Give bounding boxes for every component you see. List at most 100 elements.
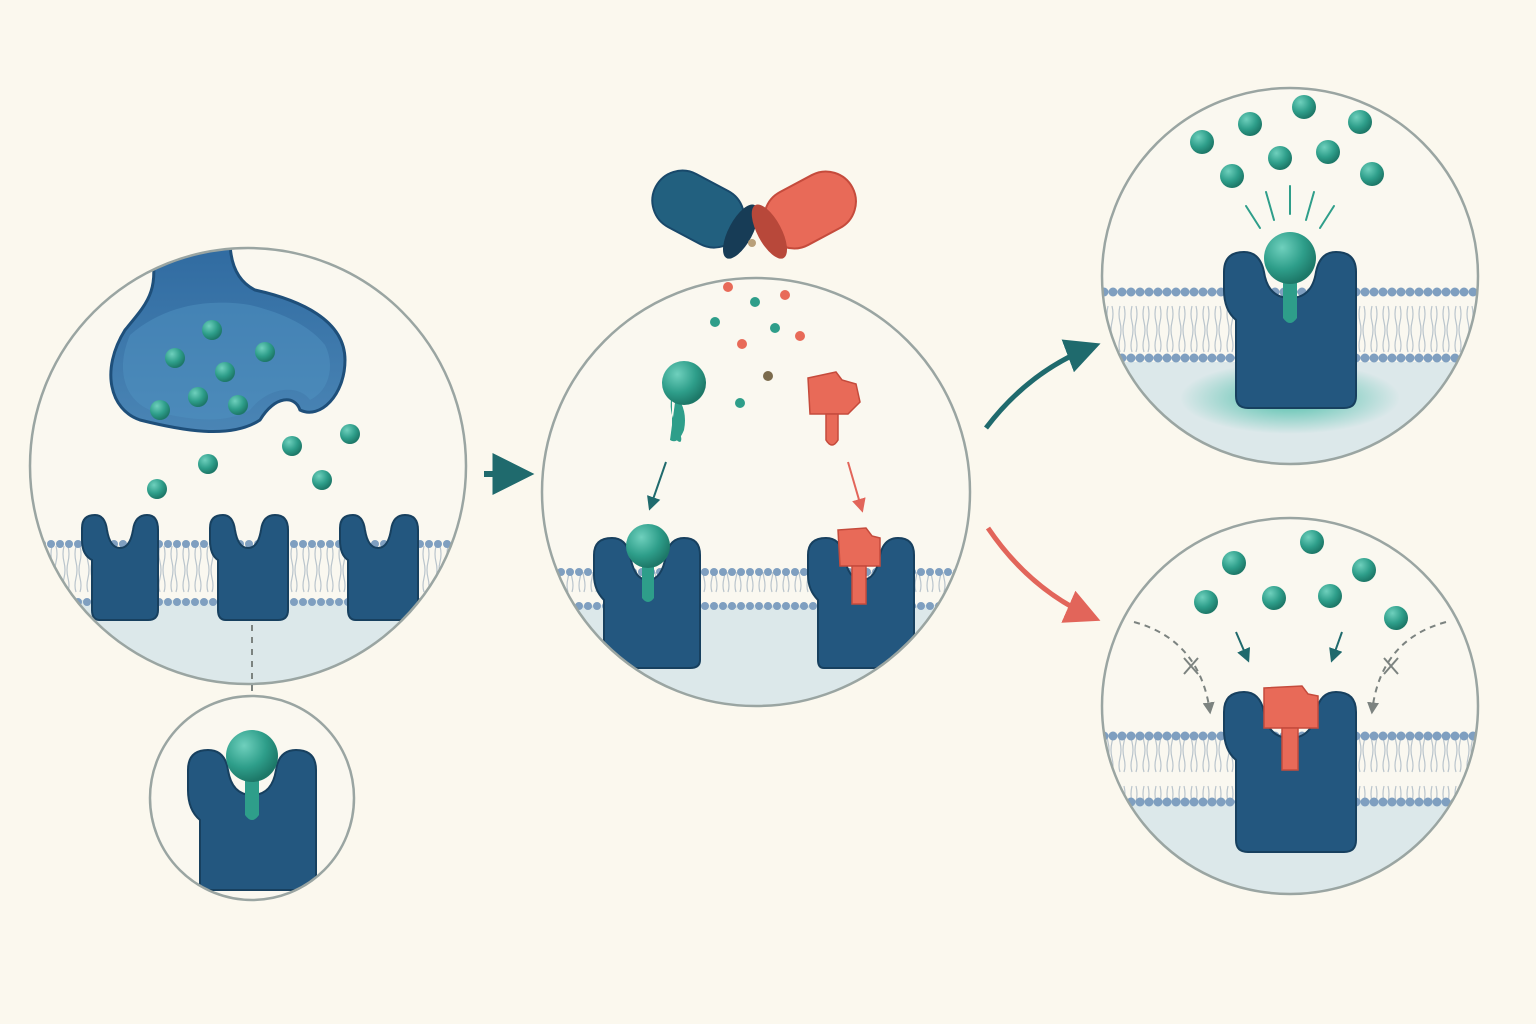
- lipid-head: [443, 598, 451, 606]
- lipid-head: [425, 598, 433, 606]
- lipid-head: [1441, 731, 1451, 741]
- lipid-head: [200, 598, 208, 606]
- lipid-head: [1189, 353, 1199, 363]
- lipid-head: [980, 602, 988, 610]
- panel-synapse-release: [20, 246, 468, 692]
- lipid-head: [182, 598, 190, 606]
- lipid-head: [1423, 731, 1433, 741]
- lipid-head: [1144, 731, 1154, 741]
- lipid-head: [1198, 797, 1208, 807]
- lipid-head: [917, 568, 925, 576]
- receptor-agonist-bound: [593, 524, 701, 669]
- lipid-head: [1108, 287, 1118, 297]
- lipid-head: [1162, 797, 1172, 807]
- lipid-head: [299, 540, 307, 548]
- lipid-head: [326, 598, 334, 606]
- receptor-1: [81, 513, 159, 621]
- lipid-head: [83, 598, 91, 606]
- lipid-head: [1135, 731, 1145, 741]
- lipid-head: [1405, 353, 1415, 363]
- lipid-head: [548, 568, 556, 576]
- lipid-head: [1144, 797, 1154, 807]
- lipid-head: [182, 540, 190, 548]
- lipid-head: [1216, 353, 1226, 363]
- lipid-head: [719, 568, 727, 576]
- lipid-head: [710, 602, 718, 610]
- lipid-head: [308, 540, 316, 548]
- lipid-head: [755, 602, 763, 610]
- lipid-head: [317, 598, 325, 606]
- lipid-head: [1432, 731, 1442, 741]
- lipid-head: [326, 540, 334, 548]
- lipid-head: [1207, 353, 1217, 363]
- lipid-head: [1360, 731, 1370, 741]
- lipid-head: [917, 602, 925, 610]
- lipid-head: [1441, 287, 1451, 297]
- lipid-head: [755, 568, 763, 576]
- lipid-head: [1144, 287, 1154, 297]
- lipid-head: [935, 568, 943, 576]
- lipid-head: [1198, 353, 1208, 363]
- vesicle-region: [122, 302, 330, 420]
- lipid-head: [737, 602, 745, 610]
- lipid-head: [443, 540, 451, 548]
- lipid-head: [926, 568, 934, 576]
- lipid-head: [1387, 797, 1397, 807]
- lipid-head: [1432, 287, 1442, 297]
- lipid-head: [1144, 353, 1154, 363]
- lipid-head: [719, 602, 727, 610]
- panel-receptor-closeup: [148, 694, 356, 902]
- lipid-head: [962, 602, 970, 610]
- lipid-head: [962, 568, 970, 576]
- lipid-head: [782, 568, 790, 576]
- lipid-head: [1360, 287, 1370, 297]
- lipid-head: [1189, 287, 1199, 297]
- released-neurotransmitters: [147, 424, 360, 499]
- lipid-head: [1153, 797, 1163, 807]
- lipid-head: [1225, 797, 1235, 807]
- lipid-head: [1405, 731, 1415, 741]
- lipid-head: [1207, 731, 1217, 741]
- lipid-head: [434, 598, 442, 606]
- lipid-head: [1396, 731, 1406, 741]
- lipid-head: [1135, 797, 1145, 807]
- lipid-head: [1225, 353, 1235, 363]
- lipid-head: [1360, 353, 1370, 363]
- lipid-head: [1216, 797, 1226, 807]
- lipid-head: [1369, 287, 1379, 297]
- lipid-head: [1396, 353, 1406, 363]
- lipid-head: [56, 540, 64, 548]
- lipid-head: [1468, 287, 1478, 297]
- lipid-head: [299, 598, 307, 606]
- lipid-head: [1108, 353, 1118, 363]
- free-neurotransmitters: [1194, 530, 1408, 630]
- lipid-head: [30, 598, 37, 606]
- agonist-molecule: [662, 361, 706, 442]
- lipid-head: [1162, 731, 1172, 741]
- lipid-head: [164, 540, 172, 548]
- lipid-head: [1189, 797, 1199, 807]
- lipid-head: [773, 602, 781, 610]
- blocked-arrows: [1133, 621, 1447, 715]
- blocked-x-icon: [1183, 657, 1399, 675]
- lipid-head: [1414, 797, 1424, 807]
- lipid-head: [173, 598, 181, 606]
- lipid-head: [1198, 731, 1208, 741]
- panel-drug-binding: [540, 169, 988, 708]
- lipid-head: [20, 540, 28, 548]
- lipid-head: [308, 598, 316, 606]
- lipid-head: [701, 602, 709, 610]
- lipid-head: [1153, 731, 1163, 741]
- lipid-head: [791, 602, 799, 610]
- lipid-head: [56, 598, 64, 606]
- lipid-head: [1108, 797, 1118, 807]
- lipid-head: [944, 602, 952, 610]
- lipid-head: [1171, 797, 1181, 807]
- lipid-head: [1207, 287, 1217, 297]
- lipid-head: [425, 540, 433, 548]
- lipid-head: [1459, 797, 1469, 807]
- panel-antagonist-blocking: [1100, 516, 1480, 896]
- lipid-head: [1405, 797, 1415, 807]
- lipid-head: [1162, 353, 1172, 363]
- lipid-head: [173, 540, 181, 548]
